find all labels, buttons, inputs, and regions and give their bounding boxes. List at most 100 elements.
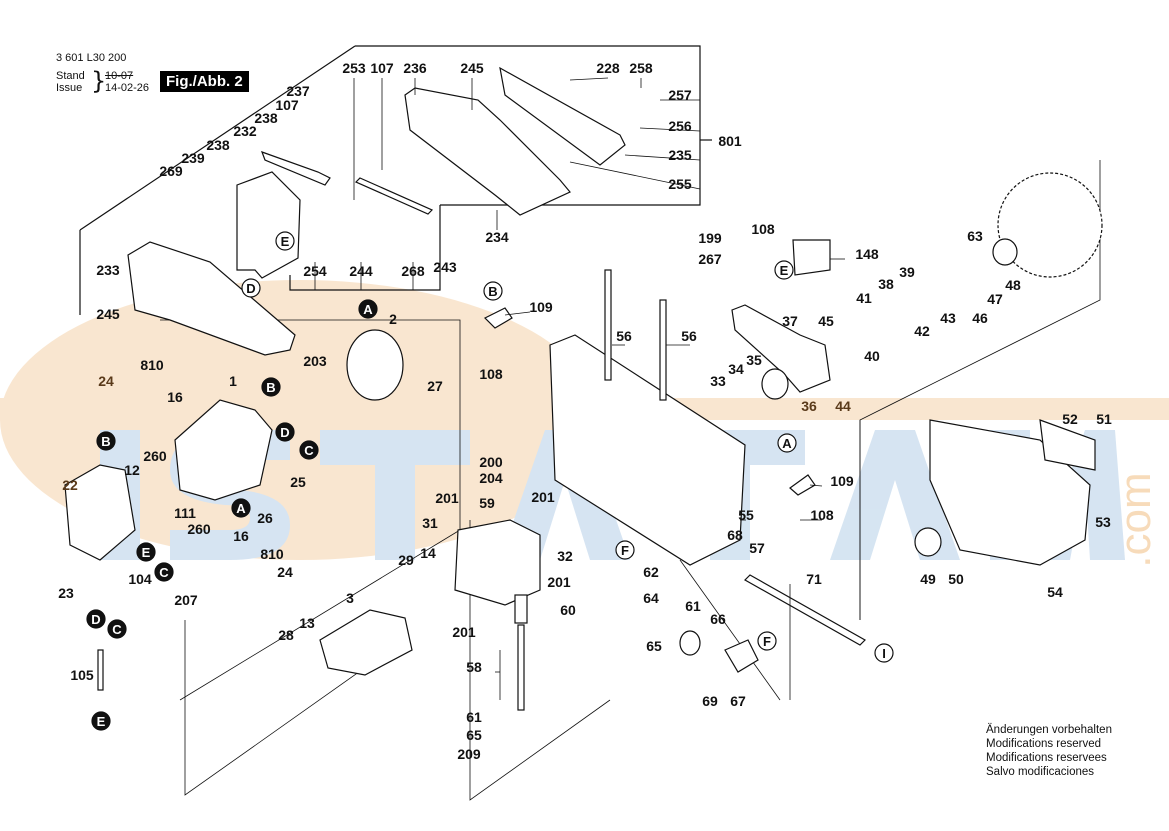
svg-text:E: E: [142, 545, 151, 560]
leader-line: [504, 311, 531, 316]
note-es: Salvo modificaciones: [986, 766, 1095, 778]
connector-E: E: [91, 711, 111, 731]
callout-254: 254: [303, 263, 327, 279]
callout-236: 236: [403, 60, 427, 76]
callout-260: 260: [143, 448, 167, 464]
part-saw-blade: [997, 172, 1103, 278]
document-number: 3 601 L30 200: [56, 52, 127, 64]
callout-48: 48: [1005, 277, 1021, 293]
callout-61: 61: [685, 598, 701, 614]
callout-52: 52: [1062, 411, 1078, 427]
svg-text:C: C: [112, 622, 122, 637]
callout-26: 26: [257, 510, 273, 526]
group-frames: [79, 45, 1101, 801]
part-55-frame: [549, 334, 746, 566]
callout-51: 51: [1096, 411, 1112, 427]
connector-C: C: [299, 440, 319, 460]
svg-text:C: C: [304, 443, 314, 458]
part-237-lever: [260, 151, 331, 186]
callout-42: 42: [914, 323, 930, 339]
part-61-knob: [679, 630, 701, 656]
part-36-gear: [761, 368, 789, 400]
svg-text:E: E: [281, 234, 290, 249]
callout-207: 207: [174, 592, 198, 608]
leader-line: [624, 154, 701, 161]
callout-201: 201: [547, 574, 571, 590]
callout-104: 104: [128, 571, 152, 587]
callout-leaders: [314, 77, 845, 700]
callout-35: 35: [746, 352, 762, 368]
callout-22: 22: [62, 477, 78, 493]
callout-69: 69: [702, 693, 718, 709]
callout-55: 55: [738, 507, 754, 523]
callout-108: 108: [479, 366, 503, 382]
callout-810: 810: [140, 357, 164, 373]
svg-text:F: F: [763, 634, 771, 649]
callout-235: 235: [668, 147, 692, 163]
callout-49: 49: [920, 571, 936, 587]
callout-256: 256: [668, 118, 692, 134]
callout-801: 801: [718, 133, 742, 149]
callout-238: 238: [254, 110, 278, 126]
connector-E: E: [136, 542, 156, 562]
svg-text:B: B: [101, 434, 110, 449]
connector-F: F: [615, 540, 635, 560]
callout-67: 67: [730, 693, 746, 709]
callout-199: 199: [698, 230, 722, 246]
callout-237: 237: [286, 83, 310, 99]
callout-109: 109: [830, 473, 854, 489]
part-268-rod: [354, 177, 434, 215]
svg-text:F: F: [621, 543, 629, 558]
connector-A: A: [358, 299, 378, 319]
part-49-flange: [914, 527, 942, 557]
svg-text:D: D: [280, 425, 289, 440]
callout-33: 33: [710, 373, 726, 389]
callout-38: 38: [878, 276, 894, 292]
callout-23: 23: [58, 585, 74, 601]
callout-27: 27: [427, 378, 443, 394]
parts-shapes: [64, 66, 1103, 711]
callout-204: 204: [479, 470, 503, 486]
callout-810: 810: [260, 546, 284, 562]
svg-text:E: E: [97, 714, 106, 729]
callout-46: 46: [972, 310, 988, 326]
note-en: Modifications reserved: [986, 738, 1102, 750]
part-56-rod-b: [659, 299, 667, 401]
part-233-guard: [127, 241, 296, 356]
stand-label: Stand: [56, 70, 85, 82]
part-37-arm: [731, 304, 831, 393]
note-de: Änderungen vorbehalten: [986, 724, 1112, 736]
part-56-rod-a: [604, 269, 612, 381]
connector-B: B: [261, 377, 281, 397]
brace-symbol: }: [91, 67, 107, 95]
callout-12: 12: [124, 462, 140, 478]
callout-68: 68: [727, 527, 743, 543]
svg-text:B: B: [266, 380, 275, 395]
svg-text:A: A: [236, 501, 246, 516]
callout-56: 56: [616, 328, 632, 344]
callout-108: 108: [810, 507, 834, 523]
callout-66: 66: [710, 611, 726, 627]
callout-239: 239: [181, 150, 205, 166]
part-232-bracket: [236, 171, 301, 279]
part-109-bracket-b: [483, 307, 513, 329]
callout-244: 244: [349, 263, 373, 279]
part-60-sleeve: [514, 594, 528, 624]
note-fr: Modifications reservees: [986, 752, 1107, 764]
part-3-armature: [319, 609, 413, 676]
part-2-stator: [346, 329, 404, 401]
svg-text:A: A: [782, 436, 792, 451]
connector-B: B: [96, 431, 116, 451]
connector-D: D: [275, 422, 295, 442]
connector-C: C: [154, 562, 174, 582]
callout-108: 108: [751, 221, 775, 237]
callout-40: 40: [864, 348, 880, 364]
callout-57: 57: [749, 540, 765, 556]
connector-E: E: [275, 231, 295, 251]
callout-233: 233: [96, 262, 120, 278]
issue-label: Issue: [56, 82, 83, 94]
callout-63: 63: [967, 228, 983, 244]
callout-41: 41: [856, 290, 872, 306]
callout-13: 13: [299, 615, 315, 631]
